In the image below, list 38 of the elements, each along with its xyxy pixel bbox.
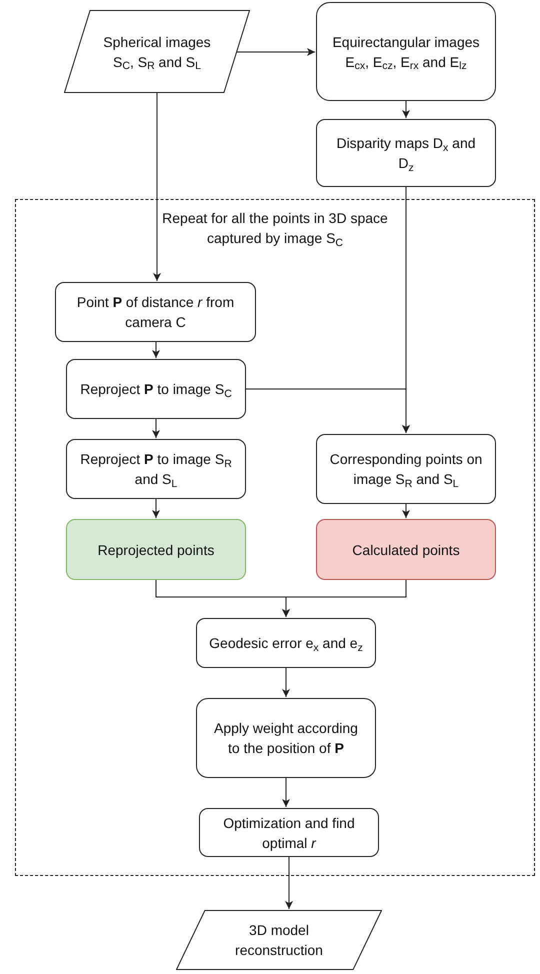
node-label: Equirectangular images E$_{cx}$, E$_{cz}$, E$_{rx}$ and E$_{lz}$	[331, 32, 481, 72]
arrow	[282, 580, 406, 618]
node-label: Optimization and find optimal r	[222, 814, 356, 852]
node-label: 3D model reconstruction	[234, 921, 324, 960]
node-label: Reproject P to image S$_{C}$	[80, 380, 232, 399]
node-label: Reproject P to image S$_{R}$ and S$_{L}$	[79, 450, 233, 489]
process-box	[199, 808, 379, 857]
process-box	[66, 359, 246, 419]
result-box	[66, 519, 246, 580]
node-label: Point P of distance r from camera C	[76, 293, 236, 332]
process-box	[316, 434, 496, 504]
result-box	[316, 519, 496, 580]
process-box	[196, 618, 376, 668]
node-label: Disparity maps D$_{x}$ and D$_{z}$	[335, 134, 477, 173]
group-heading: Repeat for all the points in 3D space captured by image S$_{C}$	[161, 209, 389, 248]
arrow	[285, 856, 293, 910]
arrow	[152, 342, 160, 358]
arrow	[236, 48, 316, 56]
loop-group	[15, 199, 535, 876]
process-box	[55, 282, 256, 342]
process-box	[316, 119, 496, 187]
node-label: Calculated points	[352, 540, 460, 560]
process-box	[196, 698, 376, 778]
node-label: Spherical images S$_{C}$, S$_{R}$ and S$_{L}$	[102, 32, 212, 72]
arrow	[402, 100, 410, 118]
arrow	[402, 504, 410, 518]
node-label: Geodesic error e$_{x}$ and e$_{z}$	[209, 634, 363, 653]
process-box	[66, 439, 246, 499]
node-label: Corresponding points on image S$_{R}$ and S$_{L}$	[329, 450, 483, 489]
arrow	[282, 778, 290, 808]
node-label: Apply weight according to the position of P	[213, 719, 359, 758]
arrow	[152, 418, 160, 438]
arrow	[282, 668, 290, 698]
arrow	[246, 388, 410, 434]
process-box	[316, 2, 496, 101]
arrow	[152, 498, 160, 518]
node-label: Reprojected points	[98, 540, 214, 560]
arrow	[153, 92, 161, 282]
